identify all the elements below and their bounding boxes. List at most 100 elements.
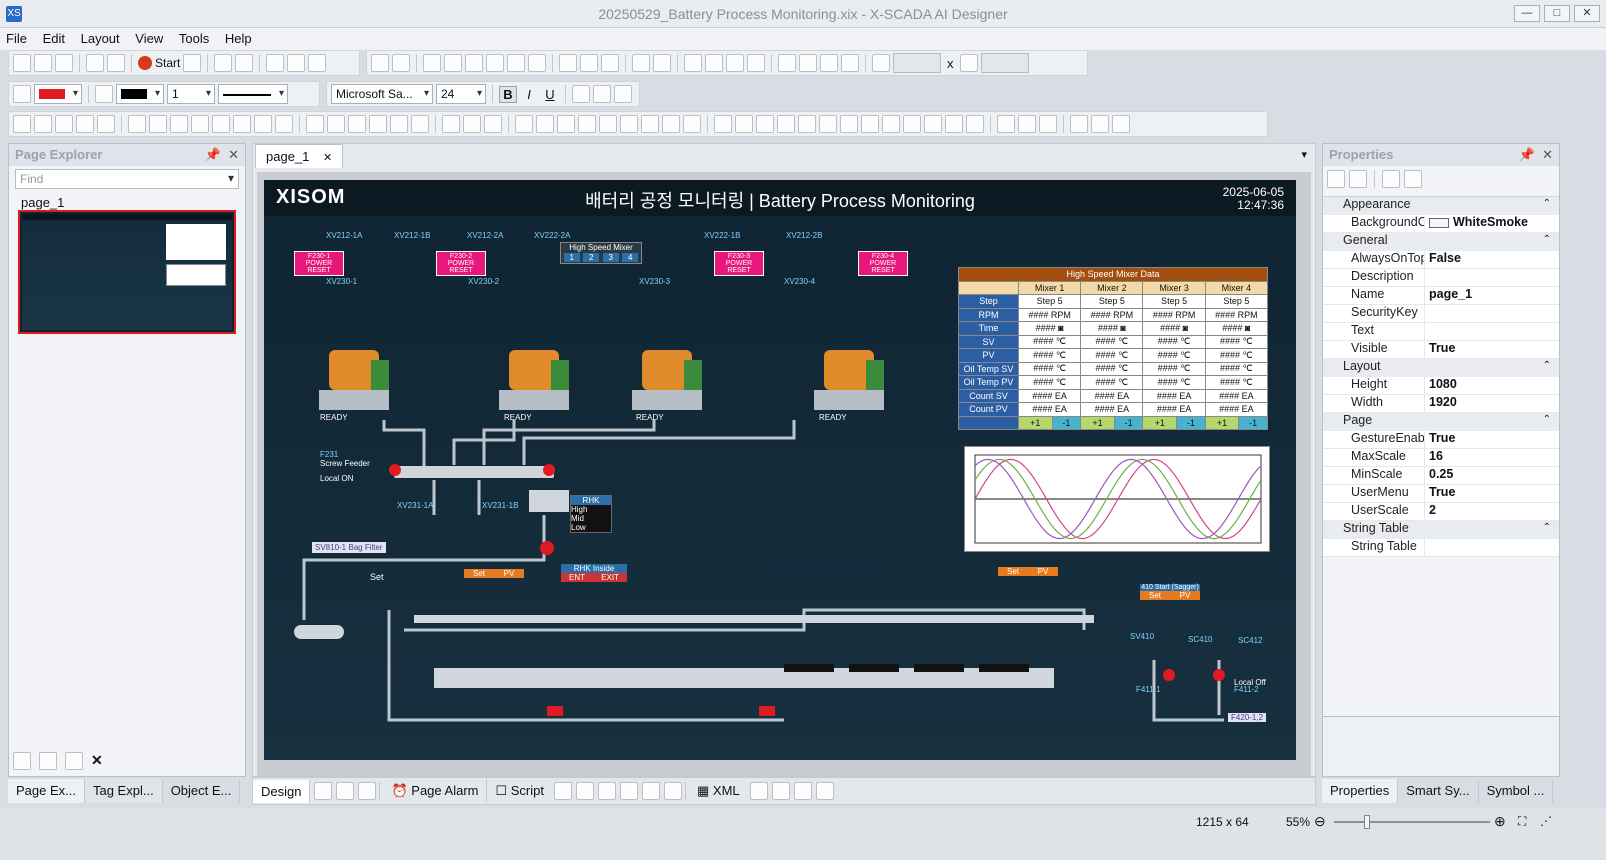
rectangle-tool-icon[interactable] [149, 115, 167, 133]
tab-object-explorer[interactable]: Object E... [163, 779, 241, 803]
motor-tool-icon[interactable] [463, 115, 481, 133]
menu-file[interactable]: File [6, 31, 27, 46]
line-style-select[interactable] [218, 84, 288, 104]
trend-chart[interactable] [964, 446, 1270, 552]
line-width-select[interactable]: 1 [167, 84, 215, 104]
property-category[interactable]: Appearance [1323, 197, 1559, 215]
xml-open-icon[interactable] [749, 782, 768, 800]
property-row[interactable]: GestureEnableTrue [1323, 431, 1559, 449]
tab-page-explorer[interactable]: Page Ex... [8, 779, 85, 803]
zoom-slider-thumb[interactable] [1364, 815, 1370, 829]
italic-button[interactable]: I [527, 86, 531, 102]
font-family-select[interactable]: Microsoft Sa... [331, 84, 433, 104]
zoom-out-icon[interactable]: ⊖ [1314, 813, 1326, 829]
property-value[interactable] [1425, 269, 1429, 286]
switch-tool-icon[interactable] [683, 115, 701, 133]
gauge-tool-icon[interactable] [578, 115, 596, 133]
copy-icon[interactable] [287, 54, 306, 72]
text-align-left-icon[interactable] [572, 85, 590, 103]
line-tool-icon[interactable] [13, 115, 31, 133]
property-value[interactable]: 1080 [1429, 377, 1457, 391]
mixer-button-4[interactable]: 4 [622, 253, 639, 262]
property-value[interactable]: False [1429, 251, 1461, 265]
meter-tool-icon[interactable] [599, 115, 617, 133]
menu-edit[interactable]: Edit [42, 31, 65, 46]
menu-help[interactable]: Help [224, 31, 252, 46]
save-all-icon[interactable] [107, 54, 125, 72]
script-zoom-in-icon[interactable] [642, 782, 660, 800]
circle-tool-icon[interactable] [212, 115, 230, 133]
flip-vertical-icon[interactable] [799, 54, 817, 72]
save-icon[interactable] [55, 54, 73, 72]
rhk-enter-button[interactable]: ENT [569, 573, 586, 582]
property-row[interactable]: Text [1323, 323, 1559, 341]
property-pages-icon[interactable] [1382, 170, 1400, 188]
audio-tool-icon[interactable] [369, 115, 387, 133]
align-bottom-icon[interactable] [528, 54, 546, 72]
pen-icon[interactable] [95, 85, 113, 103]
property-category[interactable]: Layout [1323, 359, 1559, 377]
menu-layout[interactable]: Layout [80, 31, 120, 46]
new-page-icon[interactable] [39, 752, 57, 770]
fill-color-picker[interactable] [34, 84, 82, 104]
zoom-slider[interactable] [1334, 815, 1490, 829]
property-value[interactable]: 1920 [1429, 395, 1457, 409]
underline-button[interactable]: U [545, 86, 555, 102]
property-value[interactable]: True [1429, 431, 1456, 445]
position-x-input[interactable] [893, 53, 941, 73]
polyline-tool-icon[interactable] [34, 115, 52, 133]
gear-tool-icon[interactable] [903, 115, 921, 133]
shield-tool-icon[interactable] [924, 115, 942, 133]
mixer-button-1[interactable]: 1 [563, 253, 580, 262]
property-row[interactable]: SecurityKey [1323, 305, 1559, 323]
script-zoom-out-icon[interactable] [664, 782, 682, 800]
property-value[interactable]: True [1429, 485, 1456, 499]
bring-forward-icon[interactable] [726, 54, 744, 72]
checkbox-tool-icon[interactable] [756, 115, 774, 133]
xml-zoom-out-icon[interactable] [815, 782, 834, 800]
bold-button[interactable]: B [499, 85, 517, 103]
copy-page-icon[interactable] [65, 752, 83, 770]
tab-page-1[interactable]: page_1 ✕ [255, 144, 344, 168]
minus-mixer-2[interactable]: -1 [1113, 415, 1144, 430]
property-value[interactable]: 2 [1429, 503, 1436, 517]
same-size-icon[interactable] [601, 54, 619, 72]
property-row[interactable]: BackgroundColcWhiteSmoke [1323, 215, 1559, 233]
chart-tool-icon[interactable] [557, 115, 575, 133]
script-view-icon[interactable] [598, 782, 616, 800]
same-width-icon[interactable] [559, 54, 577, 72]
property-value[interactable]: page_1 [1429, 287, 1473, 301]
text-tool-icon[interactable] [327, 115, 345, 133]
design-tool-2-icon[interactable] [336, 782, 355, 800]
property-value[interactable]: 0.25 [1429, 467, 1454, 481]
position-icon[interactable] [872, 54, 890, 72]
page-search-input[interactable]: Find ▾ [15, 169, 239, 189]
redo-icon[interactable] [235, 54, 254, 72]
tab-tag-explorer[interactable]: Tag Expl... [84, 779, 163, 803]
align-left-icon[interactable] [423, 54, 441, 72]
group-icon[interactable] [371, 54, 389, 72]
radio-tool-icon[interactable] [777, 115, 795, 133]
tab-list-dropdown-icon[interactable]: ▾ [1301, 149, 1307, 161]
menu-tools[interactable]: Tools [178, 31, 210, 46]
xml-save-icon[interactable] [771, 782, 790, 800]
delete-page-icon[interactable]: ✕ [91, 752, 103, 768]
ungroup-icon[interactable] [392, 54, 410, 72]
save-as-icon[interactable] [86, 54, 104, 72]
property-category[interactable]: Page [1323, 413, 1559, 431]
space-horizontal-icon[interactable] [632, 54, 650, 72]
image-tool-icon[interactable] [306, 115, 324, 133]
close-tab-icon[interactable]: ✕ [323, 152, 333, 164]
send-back-icon[interactable] [705, 54, 723, 72]
script-tools-icon[interactable] [620, 782, 638, 800]
text-align-center-icon[interactable] [593, 85, 611, 103]
